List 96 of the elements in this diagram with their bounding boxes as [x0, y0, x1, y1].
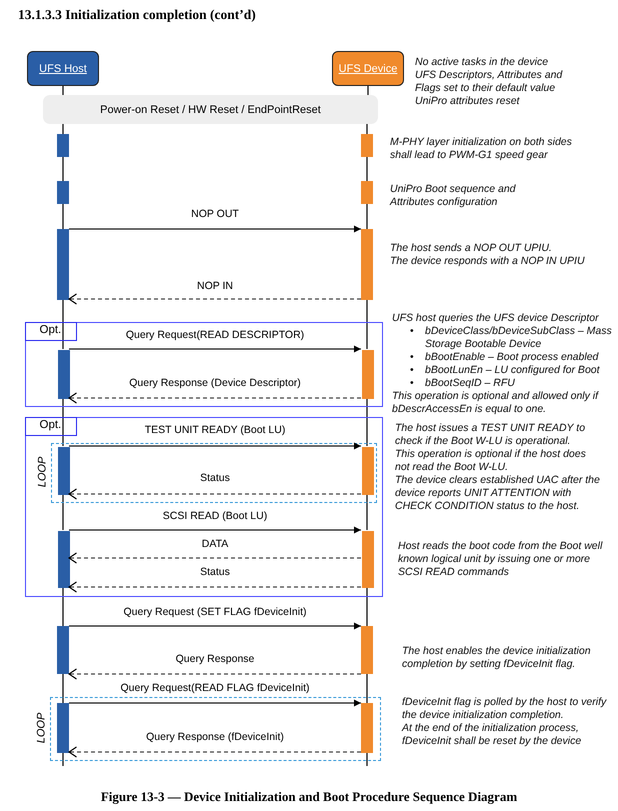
- activation-bar: [58, 531, 70, 588]
- message-label: Query Request(READ DESCRIPTOR): [124, 329, 306, 341]
- message-label: NOP OUT: [189, 208, 241, 220]
- loop-label: LOOP: [35, 712, 48, 744]
- message-label: Query Request (SET FLAG fDeviceInit): [121, 606, 309, 618]
- note-text: This operation is optional if the host does not read the Boot W-LU.: [395, 448, 587, 474]
- participant-box: UFS Host: [27, 51, 99, 86]
- bullet-marker: •: [410, 364, 415, 377]
- section-title: 13.1.3.3 Initialization completion (cont’d): [18, 7, 256, 23]
- activation-bar: [57, 229, 69, 300]
- note-text: bBootLunEn – LU configured for Boot: [425, 364, 601, 377]
- message-label: DATA: [200, 538, 230, 550]
- message-arrow: [69, 346, 361, 352]
- reply-arrow: [68, 293, 361, 305]
- lifeline: [366, 300, 368, 349]
- note-text: bBootSeqID – RFU: [425, 377, 516, 390]
- activation-bar: [361, 134, 373, 157]
- lifeline: [366, 674, 368, 703]
- reset-band: Power-on Reset / HW Reset / EndPointReset: [43, 95, 378, 124]
- figure-caption: Figure 13-3 — Device Initialization and Boot Procedure Sequence Diagram: [100, 789, 518, 805]
- optional-frame: [25, 322, 383, 407]
- note-text: This operation is optional and allowed only if bDescrAccessEn is equal to one.: [392, 390, 600, 416]
- message-label: Query Response: [174, 653, 256, 665]
- message-label: NOP IN: [195, 280, 235, 292]
- lifeline: [366, 398, 368, 446]
- lifeline: [367, 86, 369, 95]
- activation-bar: [58, 350, 70, 399]
- note-text: The device clears established UAC after the device reports UNIT ATTENTION with CHECK CONDITION status to the host.: [395, 474, 600, 513]
- lifeline: [62, 494, 64, 530]
- activation-bar: [361, 703, 373, 753]
- optional-frame: [25, 417, 383, 597]
- frame-tab: Opt.: [24, 322, 76, 340]
- note-text: UniPro Boot sequence and Attributes configuration: [390, 183, 517, 209]
- lifeline: [366, 204, 368, 229]
- activation-bar: [57, 181, 69, 204]
- message-arrow: [69, 526, 361, 534]
- reply-arrow: [68, 552, 361, 564]
- lifeline: [366, 157, 368, 181]
- note-text: UniPro attributes reset: [415, 95, 521, 108]
- lifeline: [62, 674, 64, 703]
- message-arrow: [69, 442, 361, 450]
- frame-tab: Opt.: [24, 416, 76, 436]
- lifeline: [62, 300, 64, 349]
- activation-bar: [362, 447, 374, 495]
- note-text: bBootEnable – Boot process enabled: [425, 351, 600, 364]
- note-text: No active tasks in the device: [415, 56, 550, 69]
- message-label: TEST UNIT READY (Boot LU): [142, 424, 288, 436]
- message-label: Status: [198, 566, 232, 578]
- message-label: Status: [198, 472, 232, 484]
- bullet-marker: •: [410, 351, 415, 364]
- note-text: UFS host queries the UFS device Descriptor: [392, 312, 600, 325]
- activation-bar: [57, 626, 69, 674]
- message-label: SCSI READ (Boot LU): [160, 510, 270, 522]
- note-text: The host issues a TEST UNIT READY to check if the Boot W-LU is operational.: [395, 422, 586, 448]
- lifeline: [62, 204, 64, 229]
- message-label: Query Request(READ FLAG fDeviceInit): [118, 682, 312, 694]
- activation-bar: [57, 134, 69, 157]
- participant-box: UFS Device: [332, 51, 404, 86]
- lifeline: [62, 86, 64, 95]
- activation-bar: [362, 531, 374, 588]
- note-text: UFS Descriptors, Attributes and Flags set to their default value: [415, 69, 564, 95]
- reply-arrow: [68, 746, 361, 758]
- lifeline: [62, 587, 64, 626]
- message-arrow: [69, 622, 361, 630]
- bullet-marker: •: [410, 377, 415, 390]
- lifeline: [366, 587, 368, 626]
- activation-bar: [361, 181, 373, 204]
- activation-bar: [57, 703, 69, 753]
- note-text: The host enables the device initialization completion by setting fDeviceInit flag.: [402, 645, 592, 671]
- note-text: At the end of the initialization process, fDeviceInit shall be reset by the device: [402, 722, 582, 748]
- reply-arrow: [68, 488, 361, 500]
- bullet-marker: •: [410, 325, 415, 338]
- note-text: The host sends a NOP OUT UPIU.: [390, 242, 553, 255]
- message-label: Query Response (Device Descriptor): [127, 377, 303, 389]
- lifeline: [62, 753, 64, 766]
- note-text: M-PHY layer initialization on both sides shall lead to PWM-G1 speed gear: [390, 136, 573, 162]
- note-text: fDeviceInit flag is polled by the host to verify the device initialization completion.: [402, 696, 608, 722]
- activation-bar: [362, 350, 374, 399]
- reply-arrow: [68, 581, 361, 593]
- activation-bar: [361, 229, 373, 300]
- note-text: Host reads the boot code from the Boot well known logical unit by issuing one or more SCSI READ commands: [398, 540, 604, 579]
- lifeline: [62, 124, 64, 134]
- lifeline: [62, 398, 64, 446]
- loop-label: LOOP: [36, 456, 48, 488]
- reply-arrow: [68, 392, 361, 404]
- reply-arrow: [68, 668, 361, 680]
- lifeline: [366, 494, 368, 530]
- lifeline: [366, 124, 368, 134]
- message-arrow: [69, 700, 361, 706]
- note-text: The device responds with a NOP IN UPIU: [390, 255, 586, 268]
- activation-bar: [58, 447, 70, 495]
- lifeline: [366, 753, 368, 766]
- lifeline: [62, 157, 64, 181]
- message-label: Query Response (fDeviceInit): [144, 731, 286, 743]
- message-arrow: [69, 226, 361, 232]
- activation-bar: [361, 626, 373, 674]
